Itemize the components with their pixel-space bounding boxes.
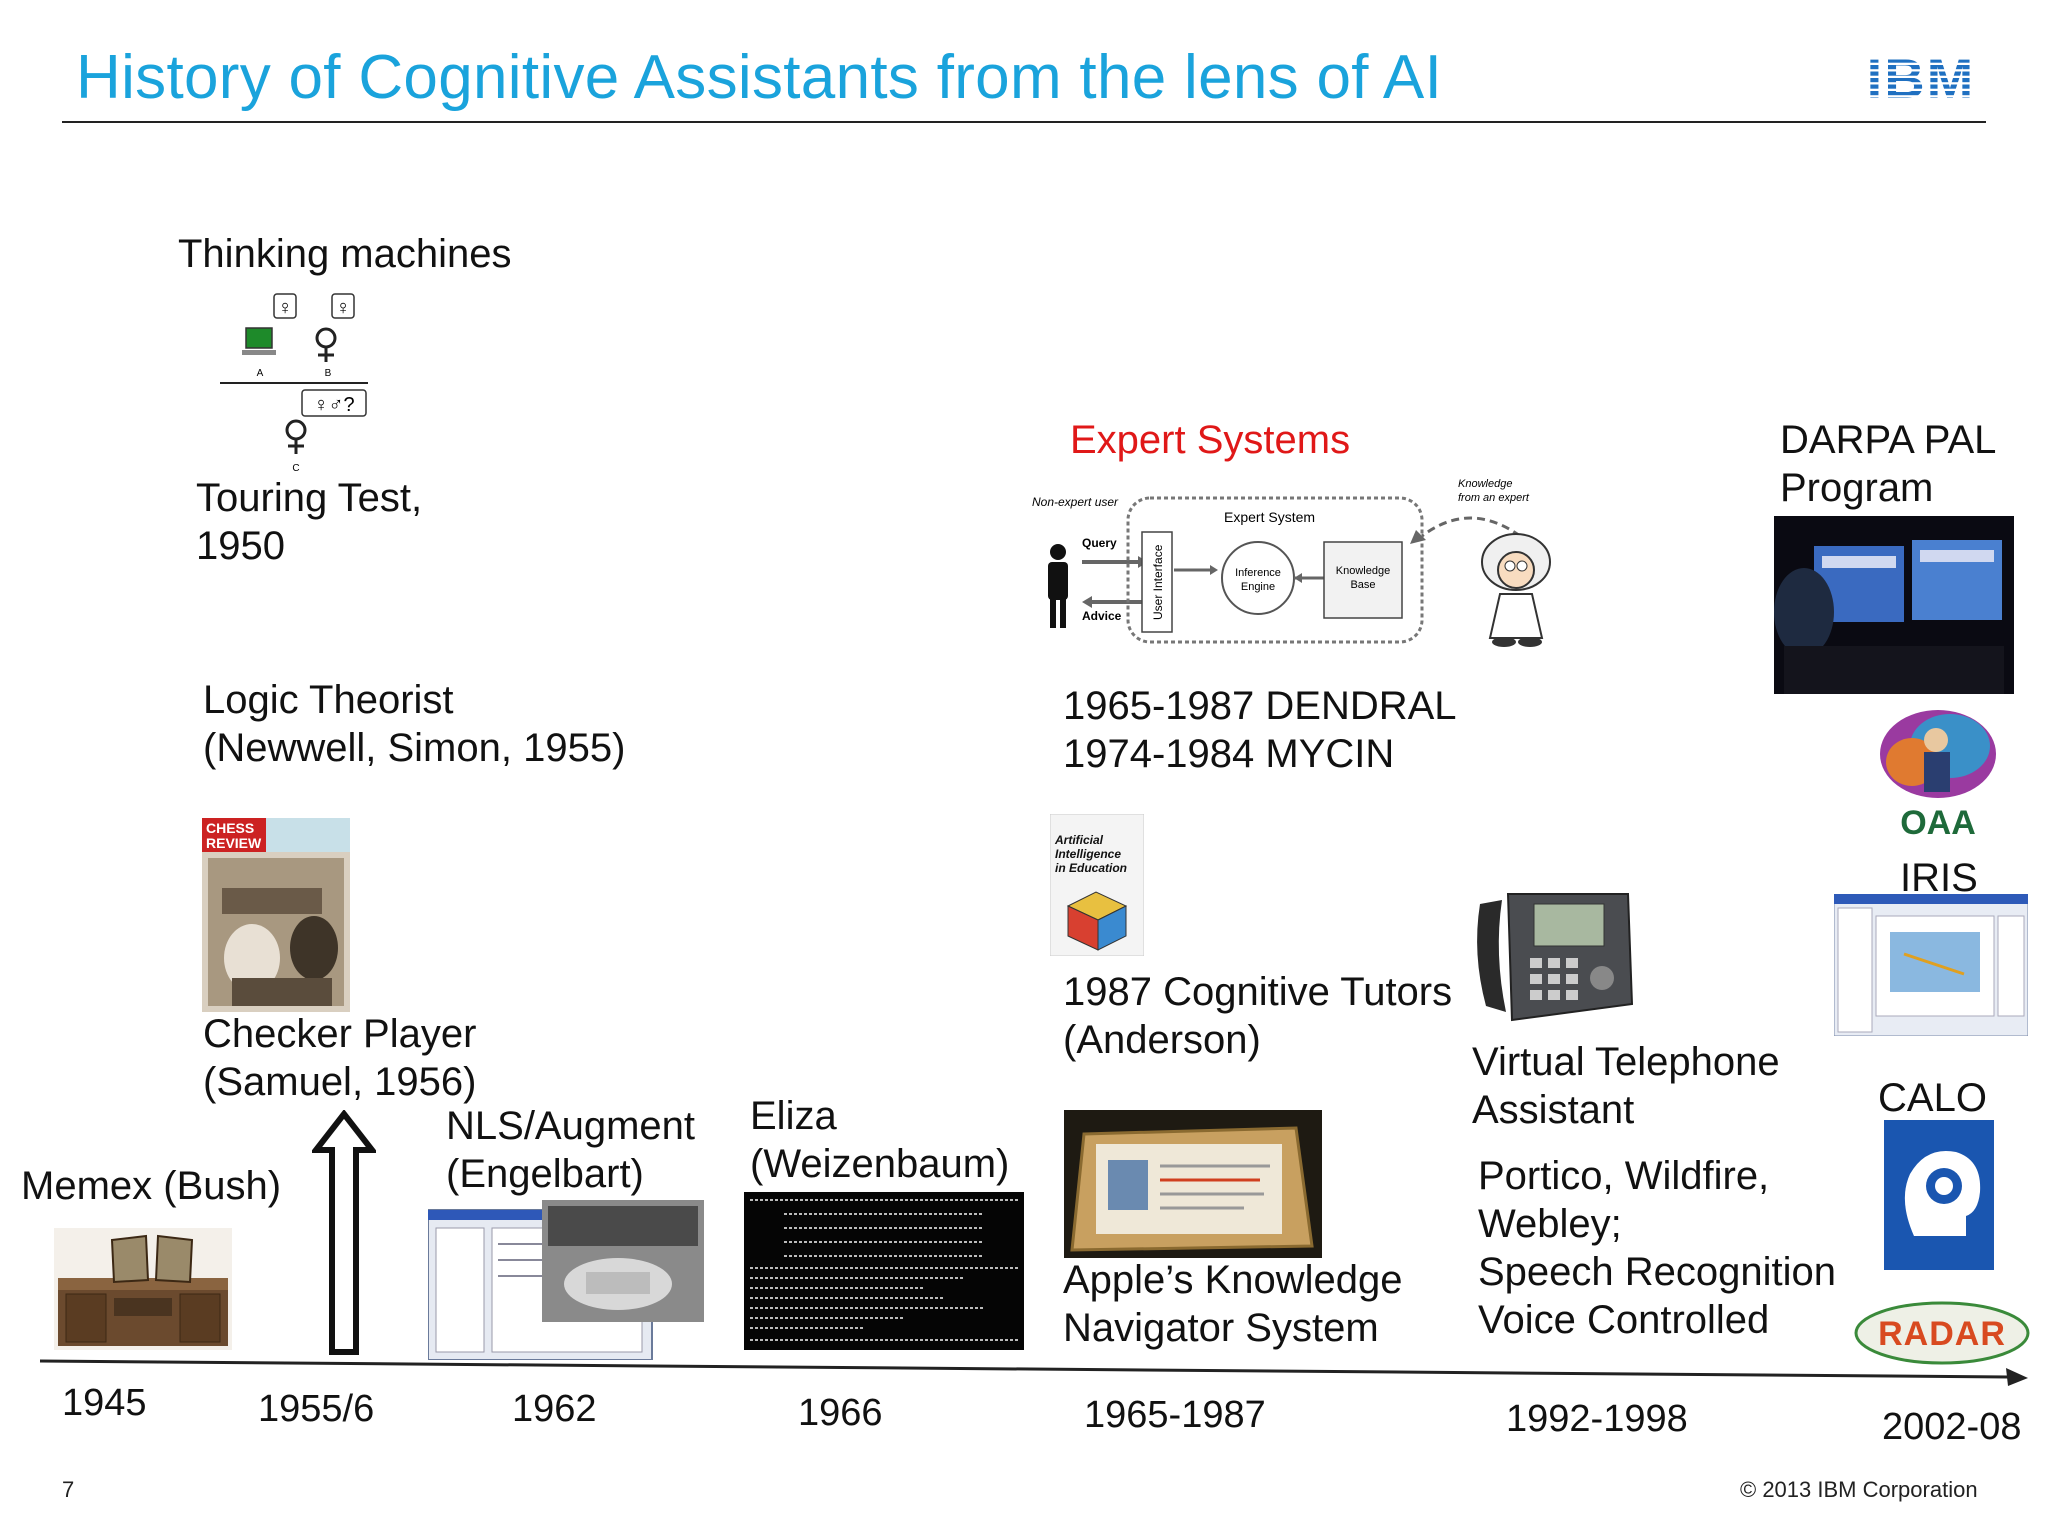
cognitive-tutors-author: (Anderson) xyxy=(1063,1018,1261,1062)
expert-systems-label: Expert Systems xyxy=(1070,418,1351,462)
svg-text:CHESS: CHESS xyxy=(206,820,254,836)
rubiks-cube-icon xyxy=(1066,891,1128,951)
timeline-year: 1945 xyxy=(62,1382,147,1424)
scientist-icon xyxy=(1481,533,1551,647)
slide-title: History of Cognitive Assistants from the… xyxy=(76,43,1443,112)
knowledge-navigator-label: Apple’s Knowledge xyxy=(1063,1258,1403,1302)
virtual-telephone-label: Virtual Telephone xyxy=(1472,1040,1780,1084)
memex-label: Memex (Bush) xyxy=(21,1164,282,1208)
speech-bubble-icon xyxy=(331,293,355,319)
radar-logo: RADAR xyxy=(1854,1301,2030,1365)
timeline-axis xyxy=(39,1359,2028,1386)
up-arrow-icon xyxy=(312,1110,376,1355)
iris-label: IRIS xyxy=(1900,856,1978,900)
speech-bubble-icon xyxy=(301,389,367,417)
chess-review-cover-image: CHESS REVIEW xyxy=(202,818,350,1012)
copyright: © 2013 IBM Corporation xyxy=(1740,1477,1978,1502)
timeline-year: 2002-08 xyxy=(1882,1406,2022,1448)
page-number: 7 xyxy=(62,1477,75,1502)
svg-text:Expert System: Expert System xyxy=(1224,509,1315,525)
ibm-logo-text: IBM xyxy=(1867,52,1976,104)
eliza-terminal-image xyxy=(744,1192,1024,1350)
timeline-year: 1962 xyxy=(512,1388,597,1430)
nls-augment-author: (Engelbart) xyxy=(446,1152,644,1196)
svg-text:Non-expert user: Non-expert user xyxy=(1032,495,1119,509)
svg-text:Base: Base xyxy=(1350,579,1375,591)
turing-test-diagram: A B ♀ ♀ ♀♂? C xyxy=(220,293,368,474)
checker-player-label: Checker Player xyxy=(203,1012,477,1056)
computer-icon xyxy=(245,327,273,349)
mycin-label: 1974-1984 MYCIN xyxy=(1063,732,1395,776)
darpa-pal-label-line2: Program xyxy=(1780,466,1934,510)
ibm-logo: IBM xyxy=(1867,52,1976,104)
user-icon xyxy=(1048,544,1068,628)
label-c: C xyxy=(292,463,299,474)
title-divider xyxy=(62,121,1986,123)
svg-text:Knowledge: Knowledge xyxy=(1458,478,1512,490)
knowledge-navigator-label-line2: Navigator System xyxy=(1063,1306,1379,1350)
svg-text:Knowledge: Knowledge xyxy=(1336,565,1390,577)
label-a: A xyxy=(257,368,264,379)
expert-system-diagram: Non-expert user Query Advice Expert Syst… xyxy=(1032,478,1551,647)
person-b-icon xyxy=(315,327,337,349)
svg-text:User Interface: User Interface xyxy=(1151,544,1165,620)
svg-text:REVIEW: REVIEW xyxy=(206,835,262,851)
calo-logo-image xyxy=(1884,1120,1994,1270)
memex-desk-image xyxy=(54,1228,232,1350)
virtual-telephone-label-line2: Assistant xyxy=(1472,1088,1635,1132)
darpa-pal-label: DARPA PAL xyxy=(1780,418,1997,462)
svg-text:Intelligence: Intelligence xyxy=(1055,847,1121,861)
svg-text:Artificial: Artificial xyxy=(1054,833,1104,847)
radar-logo-text: RADAR xyxy=(1878,1315,2006,1353)
svg-text:♀♂?: ♀♂? xyxy=(313,394,354,416)
svg-text:Advice: Advice xyxy=(1082,609,1122,623)
speech-recognition-label: Speech Recognition xyxy=(1478,1250,1837,1294)
eliza-label: Eliza xyxy=(750,1094,837,1138)
nls-augment-screens-image xyxy=(428,1200,704,1360)
portico-label: Portico, Wildfire, xyxy=(1478,1154,1770,1198)
checker-player-authors: (Samuel, 1956) xyxy=(203,1060,477,1104)
logic-theorist-authors: (Newwell, Simon, 1955) xyxy=(203,726,626,770)
nls-augment-label: NLS/Augment xyxy=(446,1104,696,1148)
svg-text:Inference: Inference xyxy=(1235,567,1281,579)
label-b: B xyxy=(325,368,332,379)
ip-phone-image xyxy=(1477,893,1634,1022)
ai-in-education-journal-cover-image: Artificial Intelligence in Education xyxy=(1050,814,1144,956)
timeline-year: 1965-1987 xyxy=(1084,1394,1266,1436)
svg-text:in Education: in Education xyxy=(1055,861,1127,875)
person-c-icon xyxy=(285,419,307,441)
eliza-author: (Weizenbaum) xyxy=(750,1142,1010,1186)
svg-text:Query: Query xyxy=(1082,536,1117,550)
dendral-label: 1965-1987 DENDRAL xyxy=(1063,684,1457,728)
knowledge-navigator-image xyxy=(1064,1110,1322,1258)
svg-text:from an expert: from an expert xyxy=(1458,492,1530,504)
turing-test-year: 1950 xyxy=(196,524,285,568)
svg-text:Engine: Engine xyxy=(1241,581,1275,593)
svg-text:♀: ♀ xyxy=(336,297,351,319)
iris-screenshot-image xyxy=(1834,894,2028,1036)
timeline-year: 1966 xyxy=(798,1392,883,1434)
portico-label-line2: Webley; xyxy=(1478,1202,1622,1246)
darpa-pal-photo-image xyxy=(1774,516,2014,694)
logic-theorist-label: Logic Theorist xyxy=(203,678,454,722)
timeline-year: 1992-1998 xyxy=(1506,1398,1688,1440)
speech-bubble-icon xyxy=(273,293,297,319)
oaa-logo-text: OAA xyxy=(1900,804,1976,840)
voice-controlled-label: Voice Controlled xyxy=(1478,1298,1770,1342)
calo-label: CALO xyxy=(1878,1076,1987,1120)
svg-text:♀: ♀ xyxy=(278,297,293,319)
thinking-machines-label: Thinking machines xyxy=(178,232,512,276)
timeline-year: 1955/6 xyxy=(258,1388,375,1430)
cognitive-tutors-label: 1987 Cognitive Tutors xyxy=(1063,970,1453,1014)
turing-test-label: Touring Test, xyxy=(196,476,423,520)
oaa-agent-logo-image: OAA xyxy=(1880,710,1996,840)
